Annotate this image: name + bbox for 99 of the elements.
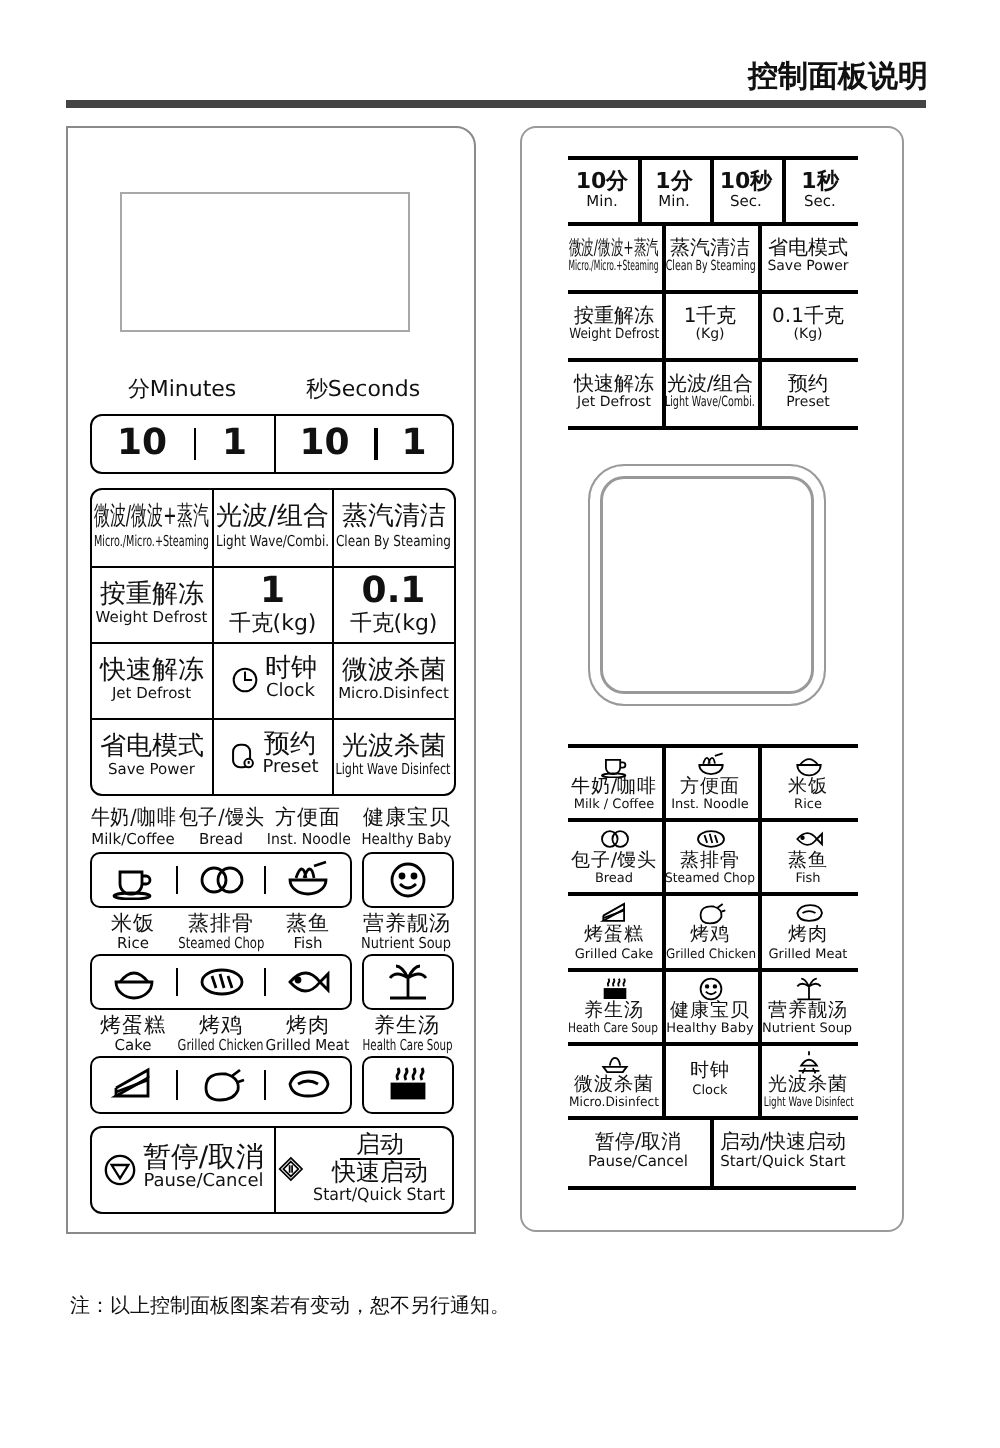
key-label: 省电模式 bbox=[768, 238, 848, 261]
key-label: 按重解冻 bbox=[99, 581, 204, 610]
key-caption: Clock bbox=[266, 684, 315, 705]
control-key bbox=[663, 357, 761, 429]
key-label: 1秒 bbox=[801, 169, 839, 194]
key-label: 0.1千克 bbox=[772, 306, 844, 329]
key-caption: 千克(kg) bbox=[349, 612, 438, 637]
key-caption: Pause/Cancel bbox=[143, 1174, 264, 1195]
key-label: 光波杀菌 bbox=[768, 1075, 848, 1096]
key-number: 10 bbox=[299, 423, 350, 463]
key-label: 微波杀菌 bbox=[341, 657, 446, 686]
key-number: 1 bbox=[259, 572, 286, 613]
key-label: 包子/馒头 bbox=[570, 851, 658, 872]
key-label: 蒸汽清洁 bbox=[670, 238, 750, 261]
key-number: 1 bbox=[401, 423, 427, 463]
control-key bbox=[89, 717, 214, 796]
note-text: 注：以上控制面板图案若有变动，恕不另行通知。 bbox=[70, 1296, 510, 1318]
key-label: 健康宝贝 bbox=[670, 1001, 750, 1022]
key-label: 省电模式 bbox=[99, 733, 204, 762]
key-label: 蒸汽清洁 bbox=[341, 504, 446, 534]
control-key bbox=[567, 1115, 713, 1189]
food-label: 牛奶/咖啡 bbox=[90, 808, 176, 832]
control-key bbox=[273, 1125, 453, 1213]
control-key bbox=[567, 221, 665, 293]
key-label: 微波/微波+蒸汽 bbox=[94, 504, 209, 534]
key-label: 预约 bbox=[264, 732, 317, 761]
key-label: 蒸排骨 bbox=[680, 851, 740, 872]
key-label: 暂停/取消 bbox=[594, 1132, 682, 1155]
key-label: 牛奶/咖啡 bbox=[570, 777, 658, 798]
page-title: 控制面板说明 bbox=[748, 60, 928, 93]
control-key bbox=[331, 487, 456, 568]
key-label: 光波杀菌 bbox=[341, 733, 446, 762]
control-key bbox=[567, 743, 665, 821]
food-label: 健康宝贝 bbox=[363, 808, 451, 832]
key-label: 按重解冻 bbox=[574, 306, 654, 329]
control-key bbox=[567, 155, 641, 225]
key-number: 1 bbox=[221, 423, 247, 463]
key-label: 1分 bbox=[655, 169, 693, 194]
control-key bbox=[567, 1041, 665, 1119]
key-label: 微波杀菌 bbox=[574, 1075, 654, 1096]
key-label: 1千克 bbox=[683, 306, 737, 329]
key-label: 营养靓汤 bbox=[768, 1001, 848, 1022]
key-label: 时钟 bbox=[690, 1062, 730, 1084]
food-label: 养生汤 bbox=[374, 1015, 440, 1038]
key-label: 预约 bbox=[788, 374, 828, 397]
key-label: 蒸鱼 bbox=[788, 851, 828, 872]
food-label: 方便面 bbox=[275, 808, 341, 832]
key-label: 快速解冻 bbox=[574, 374, 654, 397]
key-label: 快速解冻 bbox=[99, 657, 204, 686]
key-label: 时钟 bbox=[264, 656, 317, 685]
key-label: 10分 bbox=[575, 169, 629, 194]
display-window bbox=[119, 191, 409, 331]
control-key bbox=[567, 357, 665, 429]
time-heading: 秒Seconds bbox=[305, 378, 421, 404]
food-label: 包子/馒头 bbox=[178, 808, 264, 832]
food-label: 烤鸡 bbox=[199, 1015, 243, 1038]
key-label: 微波/微波+蒸汽 bbox=[569, 238, 659, 261]
control-key bbox=[567, 289, 665, 361]
key-label: 烤蛋糕 bbox=[584, 926, 644, 948]
time-heading: 分Minutes bbox=[127, 378, 237, 404]
control-key bbox=[663, 891, 761, 971]
key-label: 启动 bbox=[339, 1132, 420, 1161]
key-label: 光波/组合 bbox=[666, 374, 754, 397]
control-key bbox=[331, 717, 456, 796]
food-label: 烤肉 bbox=[286, 1015, 330, 1038]
key-number: 10 bbox=[116, 423, 168, 463]
control-key bbox=[639, 155, 713, 225]
food-label: 米饭 bbox=[111, 913, 155, 936]
key-label: 米饭 bbox=[788, 777, 828, 798]
key-label: 光波/组合 bbox=[216, 504, 329, 534]
control-key bbox=[89, 1125, 276, 1213]
key-label: 10秒 bbox=[719, 169, 773, 194]
key-caption: Start/Quick Start bbox=[313, 1187, 446, 1206]
control-key bbox=[663, 743, 761, 821]
control-key bbox=[89, 487, 214, 568]
food-label: 蒸鱼 bbox=[286, 913, 330, 936]
key-label: 烤肉 bbox=[788, 926, 828, 948]
control-key bbox=[567, 967, 665, 1045]
key-caption: 千克(kg) bbox=[228, 612, 317, 637]
food-label: 蒸排骨 bbox=[188, 913, 254, 936]
key-caption: Preset bbox=[262, 760, 319, 781]
control-panel bbox=[66, 126, 476, 1234]
key-number: 0.1 bbox=[361, 572, 426, 613]
control-key bbox=[711, 155, 785, 225]
control-panel bbox=[520, 126, 904, 1232]
key-label: 方便面 bbox=[680, 777, 740, 798]
key-label: 养生汤 bbox=[584, 1001, 644, 1022]
key-label: 启动/快速启动 bbox=[719, 1132, 847, 1155]
key-label: 暂停/取消 bbox=[142, 1143, 265, 1174]
control-key bbox=[567, 817, 665, 895]
display-window bbox=[587, 463, 825, 705]
key-label: 快速启动 bbox=[331, 1160, 428, 1187]
key-label: 烤鸡 bbox=[690, 926, 730, 948]
control-key bbox=[663, 817, 761, 895]
control-key bbox=[89, 565, 214, 644]
food-label: 营养靓汤 bbox=[363, 913, 451, 936]
control-key bbox=[663, 221, 761, 293]
control-key bbox=[663, 967, 761, 1045]
food-label: 烤蛋糕 bbox=[100, 1015, 166, 1038]
